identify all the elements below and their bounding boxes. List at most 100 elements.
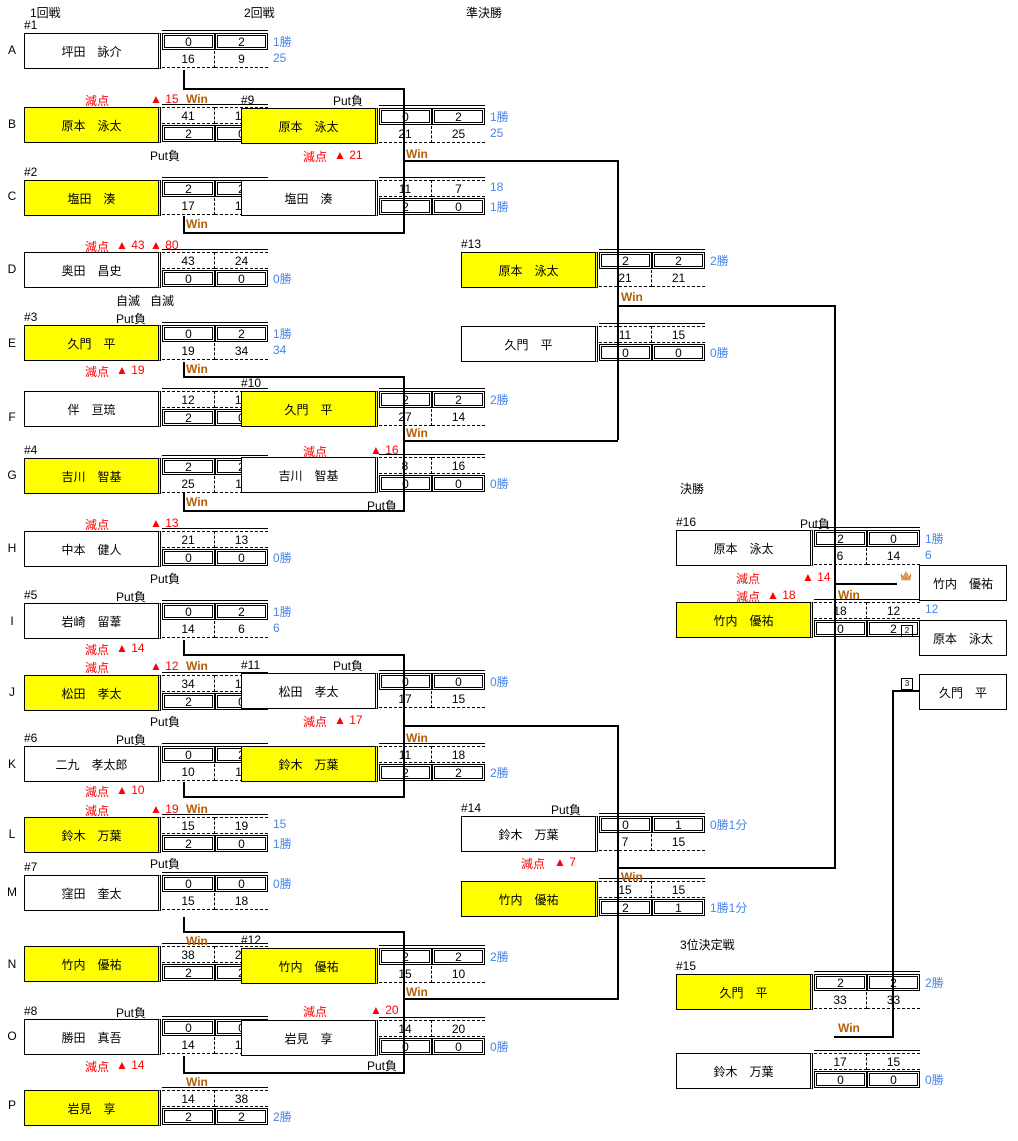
player-name[interactable]: 二九 孝太郎 (24, 746, 161, 782)
set-score: 2 (162, 125, 215, 142)
point-score: 11 (379, 746, 432, 763)
set-score: 0 (379, 475, 432, 492)
set-score: 0 (215, 875, 268, 892)
deduct-label: 減点 (85, 785, 110, 799)
player-name[interactable]: 久門 平 (241, 391, 378, 427)
player-name[interactable]: 吉川 智基 (241, 457, 378, 493)
point-score: 43 (162, 252, 215, 269)
score-header-line (162, 104, 268, 105)
player-name[interactable]: 伴 亘琉 (24, 391, 161, 427)
stat-value: 25 (273, 51, 287, 65)
point-score: 15 (652, 881, 705, 898)
score-header-line (162, 388, 268, 389)
result-name[interactable]: 久門 平 (919, 674, 1007, 710)
player-name[interactable]: 奥田 昌史 (24, 252, 161, 288)
result-name[interactable]: 竹内 優祐 (919, 565, 1007, 601)
point-score: 38 (215, 1090, 268, 1107)
deduct-label: 減点 (736, 590, 761, 604)
player-name[interactable]: 塩田 湊 (24, 180, 161, 216)
set-score: 2 (814, 974, 867, 991)
set-score: 0 (599, 816, 652, 833)
round-label-final: 決勝 (680, 482, 705, 496)
player-name[interactable]: 竹内 優祐 (461, 881, 598, 917)
deduct-label: 減点 (303, 1005, 328, 1019)
player-name[interactable]: 鈴木 万葉 (24, 817, 161, 853)
player-name[interactable]: 岩見 享 (241, 1020, 378, 1056)
row-letter: P (7, 1098, 16, 1112)
player-name[interactable]: 原本 泳太 (24, 107, 161, 143)
player-name[interactable]: 原本 泳太 (461, 252, 598, 288)
win-label: Win (186, 495, 208, 509)
player-name[interactable]: 吉川 智基 (24, 458, 161, 494)
player-name[interactable]: 松田 孝太 (241, 673, 378, 709)
score-header-line (379, 388, 485, 389)
player-name[interactable]: 岩見 享 (24, 1090, 161, 1126)
round-label-third: 3位決定戦 (680, 938, 735, 952)
player-name[interactable]: 竹内 優祐 (24, 946, 161, 982)
stat-value: 2勝 (710, 254, 729, 268)
set-score: 2 (814, 530, 867, 547)
player-name[interactable]: 鈴木 万葉 (241, 746, 378, 782)
stat-value: 0勝 (710, 346, 729, 360)
deduct-value: ▲ 14 (802, 570, 831, 584)
player-name[interactable]: 久門 平 (676, 974, 813, 1010)
point-score: 25 (432, 126, 485, 143)
score-header-line (162, 177, 268, 178)
win-label: Win (406, 147, 428, 161)
player-name[interactable]: 鈴木 万葉 (676, 1053, 813, 1089)
set-score: 2 (162, 1108, 215, 1125)
set-score: 0 (162, 603, 215, 620)
player-name[interactable]: 塩田 湊 (241, 180, 378, 216)
point-score: 7 (599, 834, 652, 851)
player-name[interactable]: 中本 健人 (24, 531, 161, 567)
set-score: 2 (432, 948, 485, 965)
player-name[interactable]: 坪田 詠介 (24, 33, 161, 69)
deduct-label: 減点 (736, 572, 761, 586)
score-header-line (814, 971, 920, 972)
bracket-line (617, 305, 835, 307)
rank-3-badge: 3 (901, 678, 913, 690)
player-name[interactable]: 久門 平 (24, 325, 161, 361)
set-score: 2 (215, 603, 268, 620)
deduct-value: ▲ 15 (150, 92, 179, 106)
set-score: 0 (162, 325, 215, 342)
stat-value: 2勝 (490, 950, 509, 964)
player-name[interactable]: 原本 泳太 (241, 108, 378, 144)
score-header-line (162, 528, 268, 529)
player-name[interactable]: 竹内 優祐 (676, 602, 813, 638)
score-header-line (379, 454, 485, 455)
point-score: 17 (379, 691, 432, 708)
set-score: 2 (162, 964, 215, 981)
round-label-r1: 1回戦 (30, 6, 61, 20)
score-header-line (814, 599, 920, 600)
stat-value: 0勝 (273, 551, 292, 565)
score-header-line (162, 943, 268, 944)
deduct-label: 減点 (85, 804, 110, 818)
player-name[interactable]: 勝田 真吾 (24, 1019, 161, 1055)
match-number: #4 (24, 443, 38, 457)
player-name[interactable]: 窪田 奎太 (24, 875, 161, 911)
point-score: 27 (379, 409, 432, 426)
point-score: 15 (599, 881, 652, 898)
player-name[interactable]: 鈴木 万葉 (461, 816, 598, 852)
point-score: 10 (162, 764, 215, 781)
row-letter: N (7, 957, 17, 971)
row-letter: M (7, 885, 17, 899)
player-name[interactable]: 松田 孝太 (24, 675, 161, 711)
player-name[interactable]: 竹内 優祐 (241, 948, 378, 984)
player-name[interactable]: 久門 平 (461, 326, 598, 362)
row-letter: K (7, 757, 16, 771)
score-header-line (162, 814, 268, 815)
player-name[interactable]: 岩崎 留葦 (24, 603, 161, 639)
row-letter: D (7, 262, 17, 276)
player-name[interactable]: 原本 泳太 (676, 530, 813, 566)
point-score: 15 (652, 834, 705, 851)
point-score: 7 (432, 180, 485, 197)
stat-value: 1勝 (490, 110, 509, 124)
deduct-label: 減点 (85, 240, 110, 254)
set-score: 0 (814, 620, 867, 637)
row-letter: A (7, 43, 16, 57)
match-number: #12 (241, 933, 262, 947)
result-name[interactable]: 原本 泳太 (919, 620, 1007, 656)
bracket-line (183, 654, 403, 656)
